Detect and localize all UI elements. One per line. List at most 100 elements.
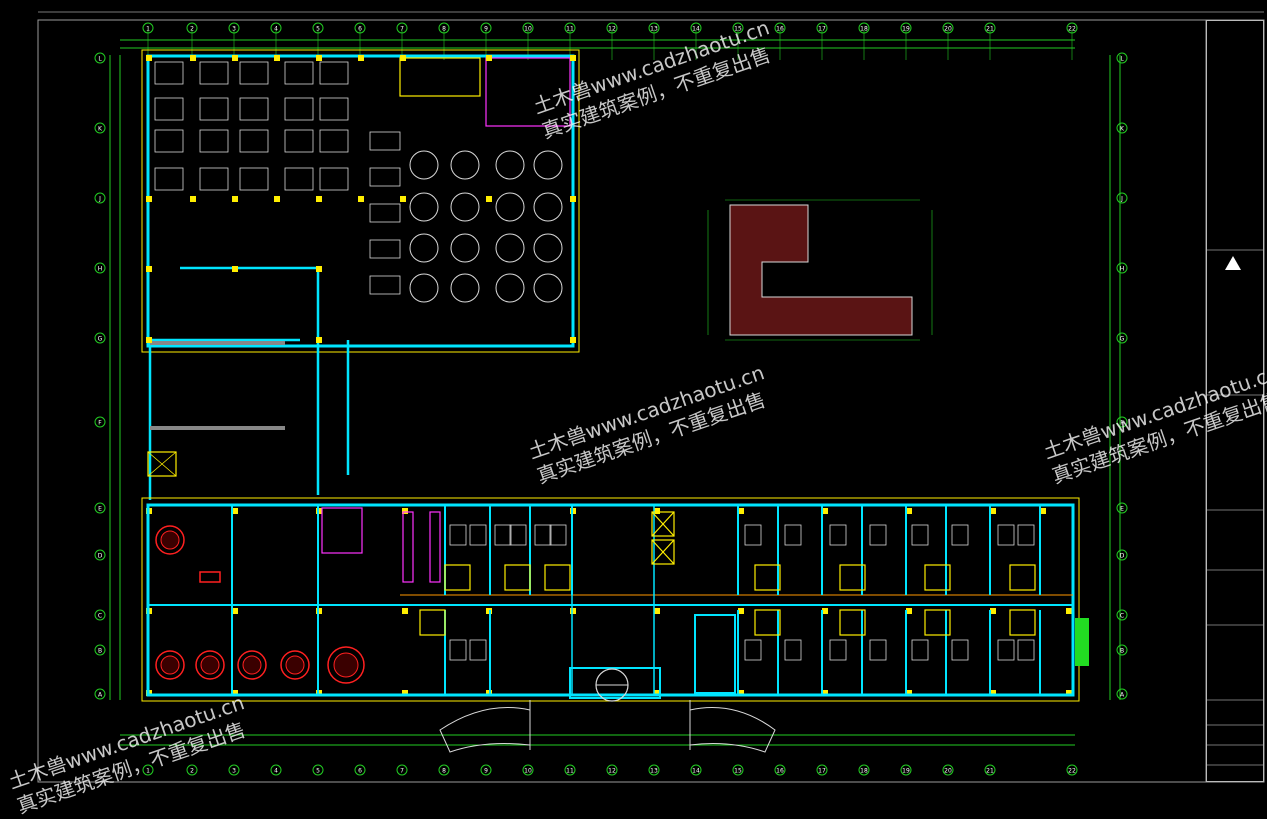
- axis-bubble-bottom: 10: [522, 764, 534, 776]
- svg-text:F: F: [1120, 420, 1124, 427]
- svg-text:10: 10: [524, 768, 532, 775]
- svg-text:H: H: [1120, 266, 1125, 273]
- svg-text:5: 5: [316, 768, 320, 775]
- svg-text:F: F: [98, 420, 102, 427]
- svg-text:16: 16: [776, 26, 784, 33]
- axis-bubble-top: 7: [396, 22, 408, 34]
- axis-bubble-bottom: 3: [228, 764, 240, 776]
- axis-bubble-bottom: 15: [732, 764, 744, 776]
- svg-text:18: 18: [860, 768, 868, 775]
- svg-text:15: 15: [734, 768, 742, 775]
- svg-text:13: 13: [650, 768, 658, 775]
- axis-bubble-left: K: [94, 122, 106, 134]
- svg-text:J: J: [1120, 196, 1123, 203]
- svg-text:K: K: [1120, 126, 1125, 133]
- axis-bubble-left: D: [94, 549, 106, 561]
- beds: [449, 524, 1035, 661]
- axis-bubble-right: B: [1116, 644, 1128, 656]
- axis-bubble-top: 5: [312, 22, 324, 34]
- svg-text:4: 4: [274, 26, 278, 33]
- svg-text:L: L: [1120, 56, 1124, 63]
- svg-text:3: 3: [232, 768, 236, 775]
- axis-bubble-bottom: 12: [606, 764, 618, 776]
- svg-text:A: A: [98, 692, 103, 699]
- axis-bubble-top: 1: [142, 22, 154, 34]
- banquet-tables: [409, 150, 563, 303]
- axis-bubble-left: L: [94, 52, 106, 64]
- svg-text:18: 18: [860, 26, 868, 33]
- svg-text:H: H: [98, 266, 103, 273]
- svg-text:16: 16: [776, 768, 784, 775]
- svg-text:8: 8: [442, 26, 446, 33]
- axis-bubble-bottom: 14: [690, 764, 702, 776]
- axis-bubble-top: 13: [648, 22, 660, 34]
- axis-bubble-top: 20: [942, 22, 954, 34]
- axis-bubble-top: 11: [564, 22, 576, 34]
- svg-text:20: 20: [944, 768, 952, 775]
- axis-bubble-right: F: [1116, 416, 1128, 428]
- svg-text:15: 15: [734, 26, 742, 33]
- axis-bubble-bottom: 8: [438, 764, 450, 776]
- lower-wing: [141, 497, 1089, 753]
- svg-text:9: 9: [484, 768, 488, 775]
- svg-text:21: 21: [986, 768, 994, 775]
- axis-bubble-top: 6: [354, 22, 366, 34]
- axis-bubble-left: G: [94, 332, 106, 344]
- lobby: [571, 504, 655, 696]
- svg-text:B: B: [98, 648, 102, 655]
- svg-text:9: 9: [484, 26, 488, 33]
- svg-text:E: E: [98, 506, 102, 513]
- svg-text:2: 2: [190, 768, 194, 775]
- svg-text:11: 11: [566, 768, 574, 775]
- key-plan: [707, 199, 933, 341]
- axis-bubble-top: 4: [270, 22, 282, 34]
- axis-bubble-bottom: 4: [270, 764, 282, 776]
- svg-text:C: C: [98, 613, 102, 620]
- svg-text:10: 10: [524, 26, 532, 33]
- axis-bubble-top: 16: [774, 22, 786, 34]
- svg-text:J: J: [98, 196, 101, 203]
- svg-text:19: 19: [902, 768, 910, 775]
- axis-bubble-bottom: 2: [186, 764, 198, 776]
- axis-bubble-top: 15: [732, 22, 744, 34]
- axis-bubble-top: 8: [438, 22, 450, 34]
- svg-text:G: G: [1120, 336, 1125, 343]
- svg-text:12: 12: [608, 26, 616, 33]
- axis-bubble-top: 10: [522, 22, 534, 34]
- logo-icon: [1225, 256, 1241, 270]
- svg-text:2: 2: [190, 26, 194, 33]
- axis-bubble-top: 12: [606, 22, 618, 34]
- svg-text:E: E: [1120, 506, 1124, 513]
- svg-text:12: 12: [608, 768, 616, 775]
- axis-bubble-right: H: [1116, 262, 1128, 274]
- svg-text:K: K: [98, 126, 103, 133]
- axis-bubble-top: 22: [1066, 22, 1078, 34]
- svg-text:17: 17: [818, 768, 826, 775]
- axis-bubble-bottom: 22: [1066, 764, 1078, 776]
- axis-bubble-bottom: 7: [396, 764, 408, 776]
- svg-text:8: 8: [442, 768, 446, 775]
- axis-bubble-bottom: 5: [312, 764, 324, 776]
- upper-toilets: [485, 57, 571, 127]
- drawing-frame: [37, 19, 1265, 783]
- svg-text:13: 13: [650, 26, 658, 33]
- axis-bubble-top: 14: [690, 22, 702, 34]
- axis-bubble-right: E: [1116, 502, 1128, 514]
- svg-text:L: L: [98, 56, 102, 63]
- svg-text:14: 14: [692, 26, 700, 33]
- svg-text:1: 1: [146, 26, 150, 33]
- svg-text:7: 7: [400, 768, 404, 775]
- axis-bubble-top: 19: [900, 22, 912, 34]
- axis-ticks: [147, 30, 1073, 60]
- svg-text:6: 6: [358, 26, 362, 33]
- svg-text:1: 1: [146, 768, 150, 775]
- svg-text:5: 5: [316, 26, 320, 33]
- svg-text:G: G: [98, 336, 103, 343]
- axis-bubble-bottom: 20: [942, 764, 954, 776]
- svg-text:17: 17: [818, 26, 826, 33]
- svg-text:D: D: [1120, 553, 1125, 560]
- axis-bubble-bottom: 6: [354, 764, 366, 776]
- axis-bubble-top: 9: [480, 22, 492, 34]
- private-dining-tables: [155, 525, 365, 684]
- axis-bubble-left: J: [94, 192, 106, 204]
